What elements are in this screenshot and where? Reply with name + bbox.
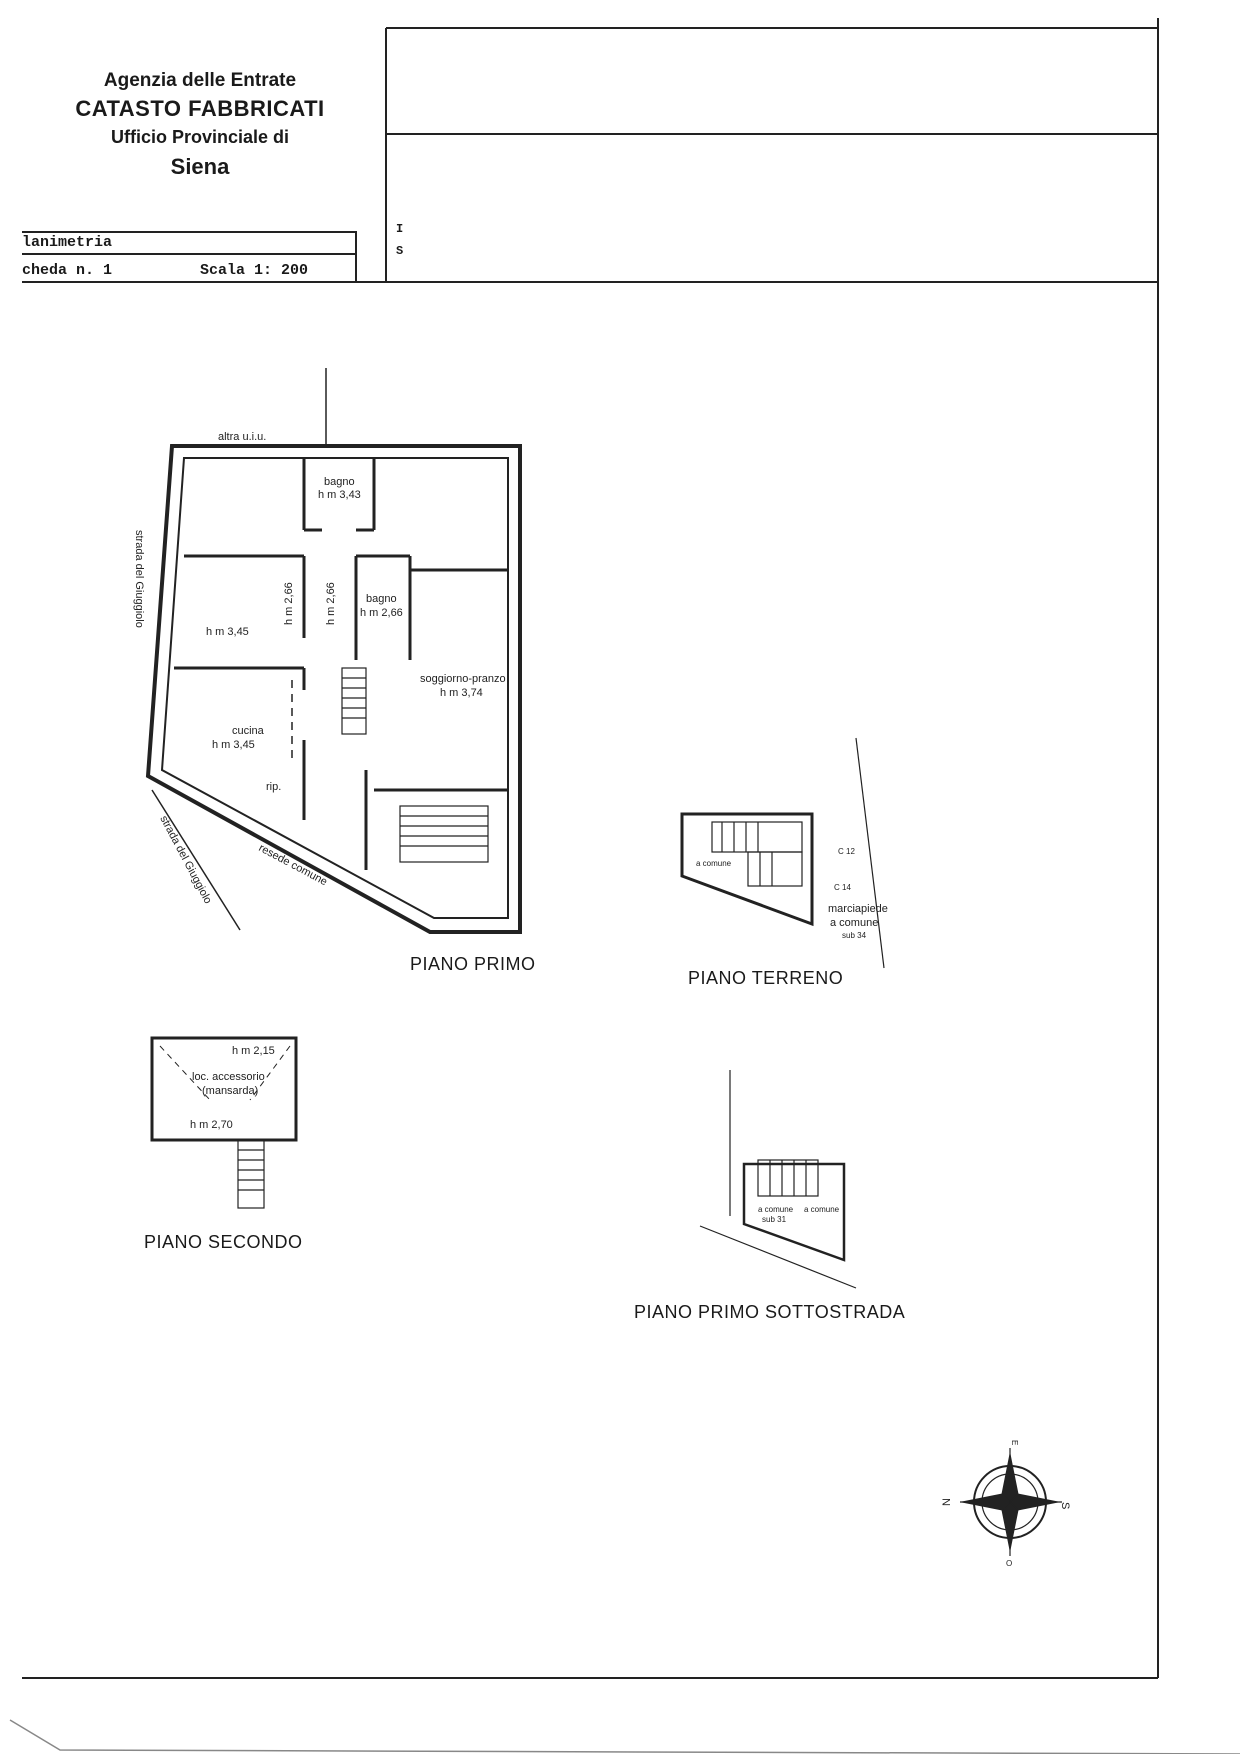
compass-rose	[960, 1448, 1062, 1556]
pp-room-cucina-height: h m 3,45	[212, 739, 255, 751]
pp-hall-height: h m 2,66	[283, 582, 295, 625]
sheet-number: cheda n. 1	[22, 262, 113, 279]
pp-room-bagno-1: bagno	[324, 476, 355, 488]
pp-street-bottom: strada del Giuggiolo	[157, 814, 214, 906]
right-mark-1: I	[396, 222, 404, 236]
label-piano-primo-sottostrada: PIANO PRIMO SOTTOSTRADA	[634, 1302, 906, 1322]
label-piano-primo: PIANO PRIMO	[410, 954, 536, 974]
compass-west: O	[1006, 1559, 1012, 1568]
label-piano-terreno: PIANO TERRENO	[688, 968, 844, 988]
pt-note-6: sub 34	[842, 931, 867, 940]
doc-type: lanimetria	[22, 234, 113, 251]
header-table-frame	[22, 231, 357, 283]
scale-label: Scala 1: 200	[200, 262, 309, 279]
compass-east: E	[1010, 1440, 1019, 1445]
pps-note-1: a comune	[758, 1205, 794, 1214]
pp-room-bagno-2: bagno	[366, 593, 397, 605]
pp-room-rip: rip.	[266, 781, 281, 793]
pt-note-3: C 14	[834, 883, 851, 892]
pp-room-bedroom-height: h m 3,45	[206, 626, 249, 638]
pt-note-2: C 12	[838, 847, 855, 856]
pps-note-3: a comune	[804, 1205, 840, 1214]
right-mark-2: S	[396, 244, 404, 258]
pt-note-4: marciapiede	[828, 903, 888, 915]
registry-name: CATASTO FABBRICATI	[75, 96, 325, 121]
pps-note-2: sub 31	[762, 1215, 787, 1224]
pt-note-5: a comune	[830, 917, 878, 929]
ps-height-1: h m 2,15	[232, 1045, 275, 1057]
piano-secondo-plan	[150, 1036, 298, 1209]
ps-room-note: (mansarda)	[202, 1085, 258, 1097]
compass-south: S	[1059, 1502, 1071, 1509]
pp-room-bagno-1-height: h m 3,43	[318, 489, 361, 501]
pp-note-top: altra u.i.u.	[218, 431, 266, 443]
office-name: Ufficio Provinciale di	[110, 127, 290, 147]
pp-common-yard: resede comune	[257, 842, 330, 888]
piano-terreno-plan	[680, 737, 885, 969]
pp-corridor-height: h m 2,66	[325, 582, 337, 625]
piano-primo-sottostrada-plan	[699, 1070, 857, 1289]
label-piano-secondo: PIANO SECONDO	[144, 1232, 303, 1252]
city-name: Siena	[170, 154, 230, 179]
scan-edge	[9, 1719, 1240, 1754]
pp-room-soggiorno: soggiorno-pranzo	[420, 673, 506, 685]
pt-note-1: a comune	[696, 859, 732, 868]
pp-room-soggiorno-height: h m 3,74	[440, 687, 483, 699]
agency-name: Agenzia delle Entrate	[103, 70, 297, 91]
pp-room-cucina: cucina	[232, 725, 265, 737]
pp-room-bagno-2-height: h m 2,66	[360, 607, 403, 619]
piano-primo-plan	[145, 368, 522, 934]
pp-street-left: strada del Giuggiolo	[133, 530, 145, 628]
ps-height-2: h m 2,70	[190, 1119, 233, 1131]
header-title-block: Agenzia delle Entrate CATASTO FABBRICATI…	[60, 68, 340, 184]
ps-room-name: loc. accessorio	[192, 1071, 265, 1083]
compass-north: N	[941, 1498, 953, 1506]
